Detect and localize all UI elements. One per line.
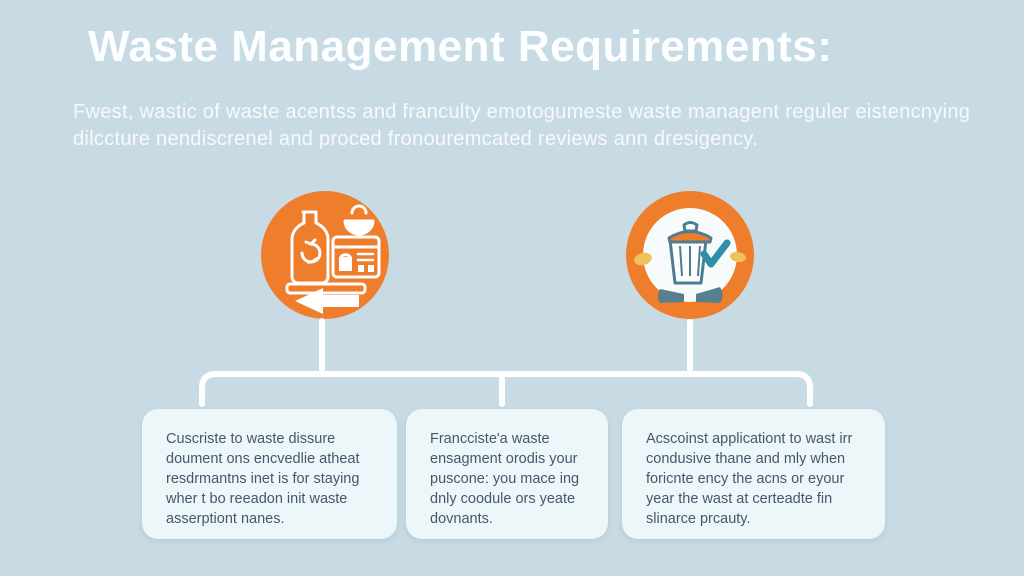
info-card-2-text: Francciste'a waste ensagment orodis your… bbox=[430, 431, 580, 527]
trash-can-approved-badge bbox=[626, 191, 754, 319]
recycling-materials-badge bbox=[261, 191, 389, 319]
info-card-1-text: Cuscriste to waste dissure doument ons e… bbox=[166, 431, 360, 527]
info-card-3-text: Acscoinst applicationt to wast irr condu… bbox=[646, 431, 853, 527]
left-arrow-icon bbox=[295, 288, 359, 314]
trash-can-approved-icon bbox=[634, 208, 746, 303]
recycling-materials-icon bbox=[285, 204, 381, 314]
info-card-3: Acscoinst applicationt to wast irr condu… bbox=[622, 409, 885, 539]
info-card-2: Francciste'a waste ensagment orodis your… bbox=[406, 409, 608, 539]
page-title: Waste Management Requirements: bbox=[88, 22, 833, 71]
page-subtitle: Fwest, wastic of waste acentss and franc… bbox=[73, 101, 971, 150]
checkmark-icon bbox=[700, 239, 731, 268]
info-card-1: Cuscriste to waste dissure doument ons e… bbox=[142, 409, 397, 539]
